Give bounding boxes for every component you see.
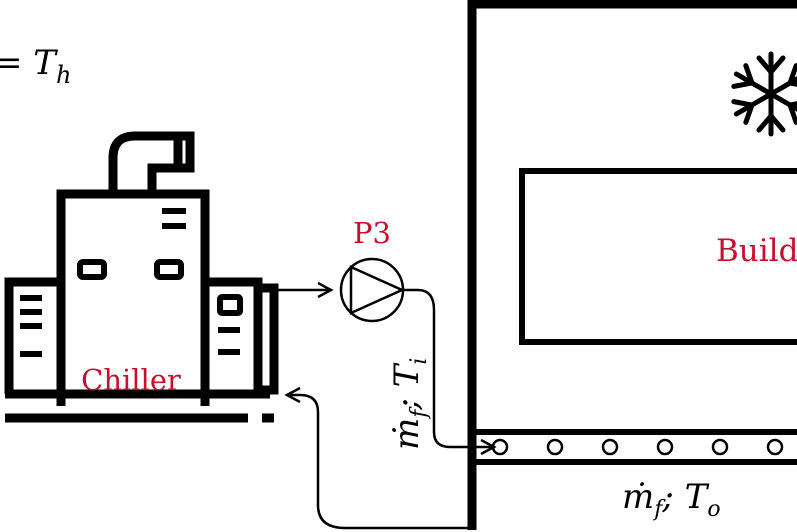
chiller-right-window — [217, 294, 243, 316]
building-outer-wall — [467, 0, 797, 530]
pump-label: P3 — [353, 216, 391, 250]
floor-pipe-hole — [546, 438, 564, 456]
pipe-building-return — [290, 393, 472, 530]
return-sub-o: o — [707, 497, 720, 522]
supply-sub-i: i — [407, 358, 432, 365]
pump-icon — [339, 257, 406, 323]
arrow-to-pump — [317, 281, 334, 299]
floor-pipe-holes — [491, 438, 784, 456]
pipe-pump-to-building — [403, 288, 495, 449]
chiller-end-cap — [253, 283, 279, 395]
chiller-icon — [4, 131, 279, 423]
chiller-label: Chiller — [81, 363, 181, 397]
floor-pipe-hole — [601, 438, 619, 456]
chiller-upper-body — [56, 189, 210, 406]
top-left-eq-sub: h — [56, 61, 71, 89]
top-left-equation: = Th — [0, 43, 71, 89]
return-flow-label: ṁf; To — [622, 477, 721, 522]
piping — [274, 281, 497, 530]
chiller-window-left — [77, 259, 107, 280]
svg-text:ṁf; Ti: ṁf; Ti — [387, 358, 432, 450]
supply-sep: ; T — [387, 362, 427, 410]
supply-flow-label: ṁf; Ti — [387, 358, 432, 450]
floor-pipe-hole — [656, 438, 674, 456]
top-left-eq-main: = T — [0, 43, 58, 83]
floor-pipe-hole — [766, 438, 784, 456]
arrow-to-chiller — [284, 386, 301, 404]
return-mdot: ṁ — [622, 477, 654, 517]
return-sep: ; T — [661, 477, 709, 517]
chiller-left-housing — [4, 277, 61, 394]
snowflake-icon — [730, 51, 797, 134]
building-inner-box — [519, 168, 797, 345]
floor-pipe-hole — [711, 438, 729, 456]
pump-triangle — [349, 265, 406, 315]
building — [467, 0, 797, 530]
chiller-exhaust-pipe — [108, 131, 195, 190]
supply-mdot: ṁ — [387, 418, 427, 450]
chiller-details — [20, 208, 243, 357]
building-label: Build — [716, 233, 797, 269]
arrow-into-floor — [480, 438, 497, 456]
chiller-window-right — [154, 259, 184, 280]
